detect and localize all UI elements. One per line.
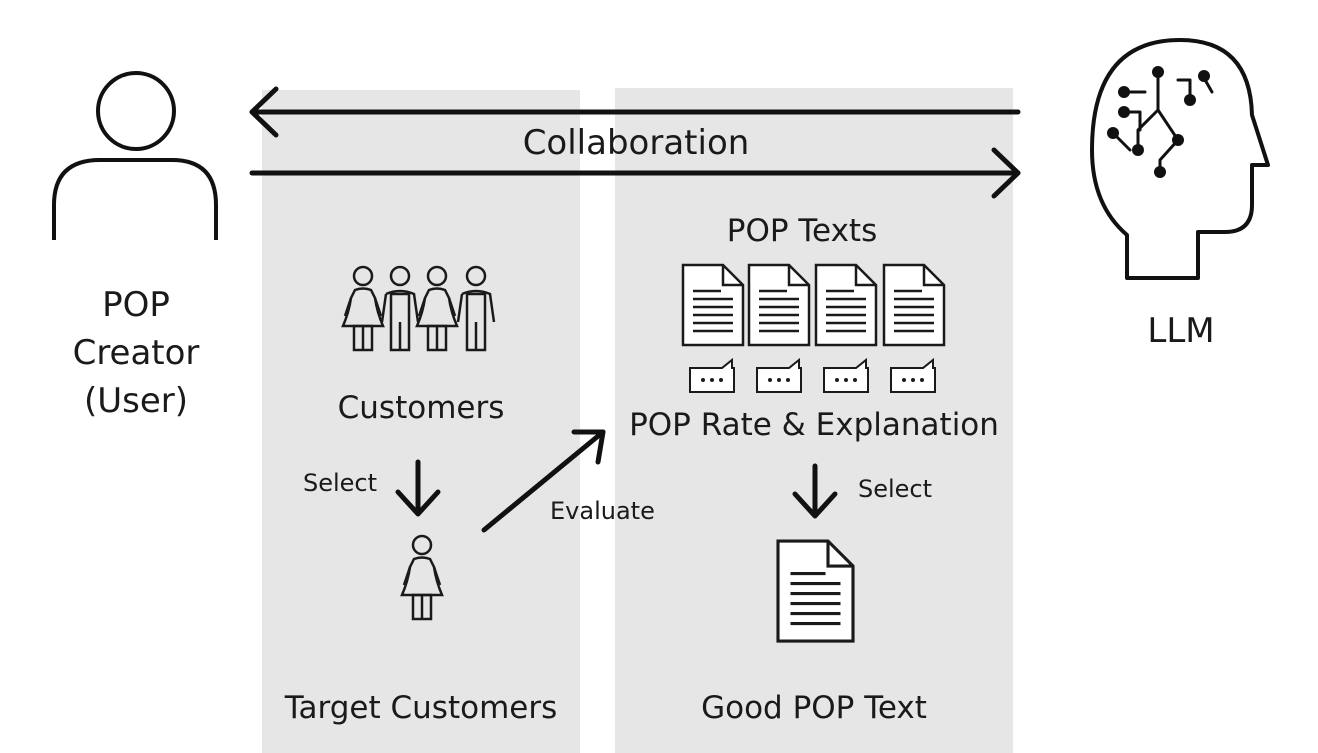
customers-group-icon (341, 265, 496, 352)
speech-bubble-icon (890, 359, 936, 393)
document-icon (814, 263, 878, 347)
speech-bubble-icon (689, 359, 735, 393)
creator-label-line2: Creator (72, 333, 200, 373)
target-customer-icon (400, 534, 444, 621)
document-icon (681, 263, 745, 347)
creator-label-line3: (User) (83, 381, 189, 421)
evaluate-arrow (481, 429, 606, 533)
select-arrow-left (395, 459, 441, 517)
pop-text-documents (681, 263, 946, 347)
collaboration-arrows (249, 86, 1021, 199)
document-icon (747, 263, 811, 347)
user-icon (52, 71, 218, 240)
rate-explanation-label: POP Rate & Explanation (629, 407, 999, 443)
rate-bubbles (689, 359, 936, 393)
document-icon (882, 263, 946, 347)
llm-label: LLM (1147, 311, 1215, 351)
pop-texts-label: POP Texts (726, 213, 878, 249)
select-arrow-right (792, 463, 838, 519)
good-pop-document-icon (776, 539, 855, 643)
speech-bubble-icon (823, 359, 869, 393)
select-label-right: Select (858, 475, 933, 503)
select-label-left: Select (303, 469, 378, 497)
evaluate-label: Evaluate (550, 497, 655, 525)
llm-head-icon (1090, 38, 1270, 280)
speech-bubble-icon (756, 359, 802, 393)
good-pop-text-label: Good POP Text (701, 690, 927, 726)
collaboration-label: Collaboration (522, 123, 750, 163)
customers-panel (262, 90, 580, 753)
target-customers-label: Target Customers (284, 690, 558, 726)
creator-label-line1: POP (102, 285, 170, 325)
customers-label: Customers (337, 390, 505, 426)
